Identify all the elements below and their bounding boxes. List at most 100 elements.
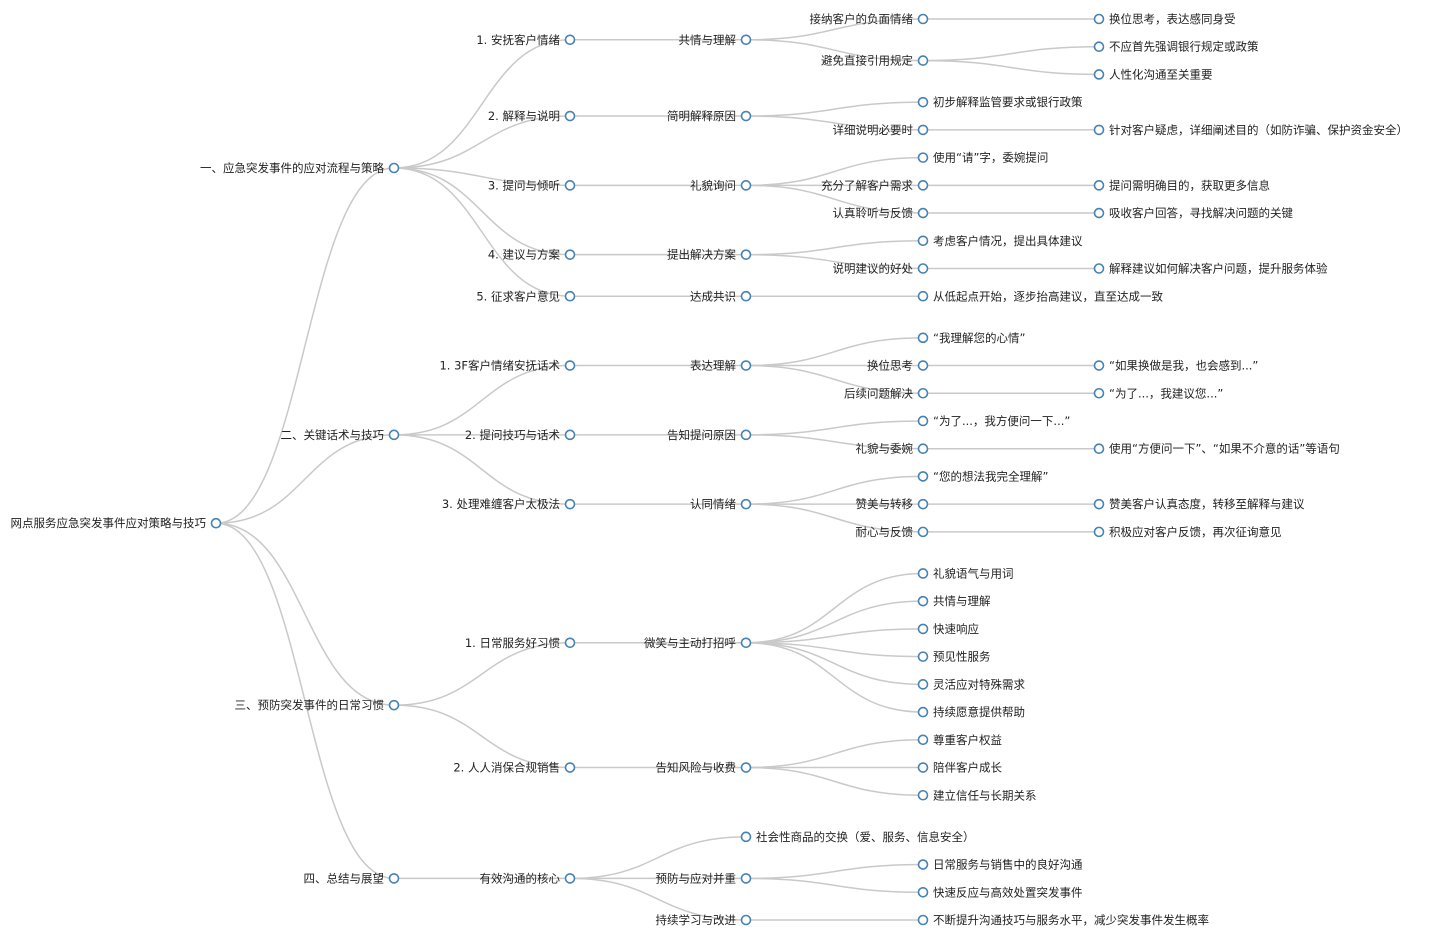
node-circle[interactable] xyxy=(564,429,576,441)
tree-node[interactable]: 快速响应 xyxy=(917,622,980,636)
node-circle[interactable] xyxy=(1093,207,1105,219)
tree-node[interactable]: 礼貌语气与用词 xyxy=(917,566,1014,580)
tree-node[interactable]: 针对客户疑虑，详细阐述目的（如防诈骗、保护资金安全） xyxy=(1093,123,1409,137)
tree-node[interactable]: 1. 3F客户情绪安抚话术 xyxy=(439,359,576,373)
node-circle[interactable] xyxy=(1093,124,1105,136)
node-circle[interactable] xyxy=(917,914,929,926)
tree-node[interactable]: 2. 人人消保合规销售 xyxy=(453,761,576,775)
node-circle[interactable] xyxy=(917,526,929,538)
node-circle[interactable] xyxy=(917,886,929,898)
tree-node[interactable]: 达成共识 xyxy=(690,289,752,303)
tree-node[interactable]: 3. 提问与倾听 xyxy=(488,178,576,192)
tree-node[interactable]: 认真聆听与反馈 xyxy=(833,206,929,220)
tree-node[interactable]: 预防与应对并重 xyxy=(656,871,752,885)
tree-node[interactable]: 初步解释监管要求或银行政策 xyxy=(917,95,1083,109)
node-circle[interactable] xyxy=(917,124,929,136)
node-circle[interactable] xyxy=(1093,69,1105,80)
node-circle[interactable] xyxy=(917,679,929,690)
tree-node[interactable]: 表达理解 xyxy=(690,359,752,373)
tree-node[interactable]: 3. 处理难缠客户太极法 xyxy=(442,497,576,511)
tree-node[interactable]: 二、关键话术与技巧 xyxy=(281,428,400,442)
node-circle[interactable] xyxy=(564,498,576,510)
node-circle[interactable] xyxy=(740,180,752,191)
node-circle[interactable] xyxy=(740,290,752,302)
tree-node[interactable]: 使用“请”字，委婉提问 xyxy=(917,151,1049,165)
tree-node[interactable]: 持续愿意提供帮助 xyxy=(917,705,1026,719)
tree-node[interactable]: 人性化沟通至关重要 xyxy=(1093,67,1213,81)
tree-node[interactable]: 陪伴客户成长 xyxy=(917,761,1003,775)
node-circle[interactable] xyxy=(210,517,222,529)
tree-node[interactable]: 充分了解客户需求 xyxy=(821,178,929,192)
node-circle[interactable] xyxy=(388,699,400,711)
node-circle[interactable] xyxy=(740,360,752,371)
tree-node[interactable]: 1. 安抚客户情绪 xyxy=(476,33,576,47)
node-circle[interactable] xyxy=(740,873,752,884)
node-circle[interactable] xyxy=(1093,41,1105,53)
tree-node[interactable]: 使用“方便问一下”、“如果不介意的话”等语句 xyxy=(1093,442,1340,456)
node-circle[interactable] xyxy=(917,706,929,718)
tree-node[interactable]: 快速反应与高效处置突发事件 xyxy=(917,885,1083,899)
tree-node[interactable]: 换位思考，表达感同身受 xyxy=(1093,12,1236,26)
tree-node[interactable]: 告知风险与收费 xyxy=(656,761,752,775)
tree-node[interactable]: 有效沟通的核心 xyxy=(480,871,576,885)
node-circle[interactable] xyxy=(564,762,576,773)
node-circle[interactable] xyxy=(917,207,929,219)
node-circle[interactable] xyxy=(917,180,929,191)
tree-node[interactable]: 接纳客户的负面情绪 xyxy=(810,12,929,26)
node-circle[interactable] xyxy=(917,789,929,801)
node-circle[interactable] xyxy=(1093,387,1105,399)
tree-node[interactable]: “您的想法我完全理解” xyxy=(917,469,1049,483)
tree-node[interactable]: 5. 征求客户意见 xyxy=(476,289,576,303)
node-circle[interactable] xyxy=(917,568,929,579)
tree-node[interactable]: 简明解释原因 xyxy=(667,109,752,123)
node-circle[interactable] xyxy=(740,34,752,46)
tree-node[interactable]: 四、总结与展望 xyxy=(304,871,400,885)
node-circle[interactable] xyxy=(564,360,576,371)
node-circle[interactable] xyxy=(740,914,752,926)
tree-node[interactable]: 积极应对客户反馈，再次征询意见 xyxy=(1093,525,1282,539)
node-circle[interactable] xyxy=(917,595,929,607)
tree-node[interactable]: 微笑与主动打招呼 xyxy=(644,636,752,650)
node-circle[interactable] xyxy=(564,873,576,884)
tree-node[interactable]: 预见性服务 xyxy=(917,650,991,664)
node-circle[interactable] xyxy=(564,110,576,122)
node-circle[interactable] xyxy=(740,429,752,441)
tree-node[interactable]: 日常服务与销售中的良好沟通 xyxy=(917,858,1083,872)
tree-node[interactable]: 告知提问原因 xyxy=(667,428,752,442)
tree-node[interactable]: 礼貌与委婉 xyxy=(856,442,929,456)
tree-node[interactable]: 共情与理解 xyxy=(917,594,991,608)
node-circle[interactable] xyxy=(917,498,929,510)
node-circle[interactable] xyxy=(917,55,929,66)
tree-node[interactable]: 耐心与反馈 xyxy=(856,525,929,539)
node-circle[interactable] xyxy=(740,762,752,773)
node-circle[interactable] xyxy=(1093,263,1105,274)
node-circle[interactable] xyxy=(917,290,929,302)
node-circle[interactable] xyxy=(388,873,400,884)
node-circle[interactable] xyxy=(1093,360,1105,371)
tree-node[interactable]: 说明建议的好处 xyxy=(833,262,929,276)
node-circle[interactable] xyxy=(388,429,400,441)
tree-node[interactable]: 不应首先强调银行规定或政策 xyxy=(1093,40,1259,54)
tree-node[interactable]: 1. 日常服务好习惯 xyxy=(465,636,576,650)
node-circle[interactable] xyxy=(917,332,929,344)
node-circle[interactable] xyxy=(917,471,929,482)
node-circle[interactable] xyxy=(1093,526,1105,538)
tree-node[interactable]: 考虑客户情况，提出具体建议 xyxy=(917,234,1083,248)
tree-node[interactable]: 网点服务应急突发事件应对策略与技巧 xyxy=(11,516,222,530)
node-circle[interactable] xyxy=(917,13,929,25)
tree-node[interactable]: 尊重客户权益 xyxy=(917,733,1003,747)
node-circle[interactable] xyxy=(740,498,752,510)
node-circle[interactable] xyxy=(917,623,929,635)
tree-node[interactable]: 赞美客户认真态度，转移至解释与建议 xyxy=(1093,497,1305,511)
tree-node[interactable]: 详细说明必要时 xyxy=(833,123,929,137)
node-circle[interactable] xyxy=(564,290,576,302)
tree-node[interactable]: “我理解您的心情” xyxy=(917,331,1026,345)
tree-node[interactable]: 礼貌询问 xyxy=(690,178,752,192)
node-circle[interactable] xyxy=(740,249,752,260)
tree-node[interactable]: 吸收客户回答，寻找解决问题的关键 xyxy=(1093,206,1294,220)
node-circle[interactable] xyxy=(564,180,576,191)
node-circle[interactable] xyxy=(917,263,929,274)
tree-node[interactable]: “为了...，我建议您...” xyxy=(1093,386,1224,400)
node-circle[interactable] xyxy=(1093,180,1105,191)
tree-node[interactable]: 提出解决方案 xyxy=(667,248,752,262)
